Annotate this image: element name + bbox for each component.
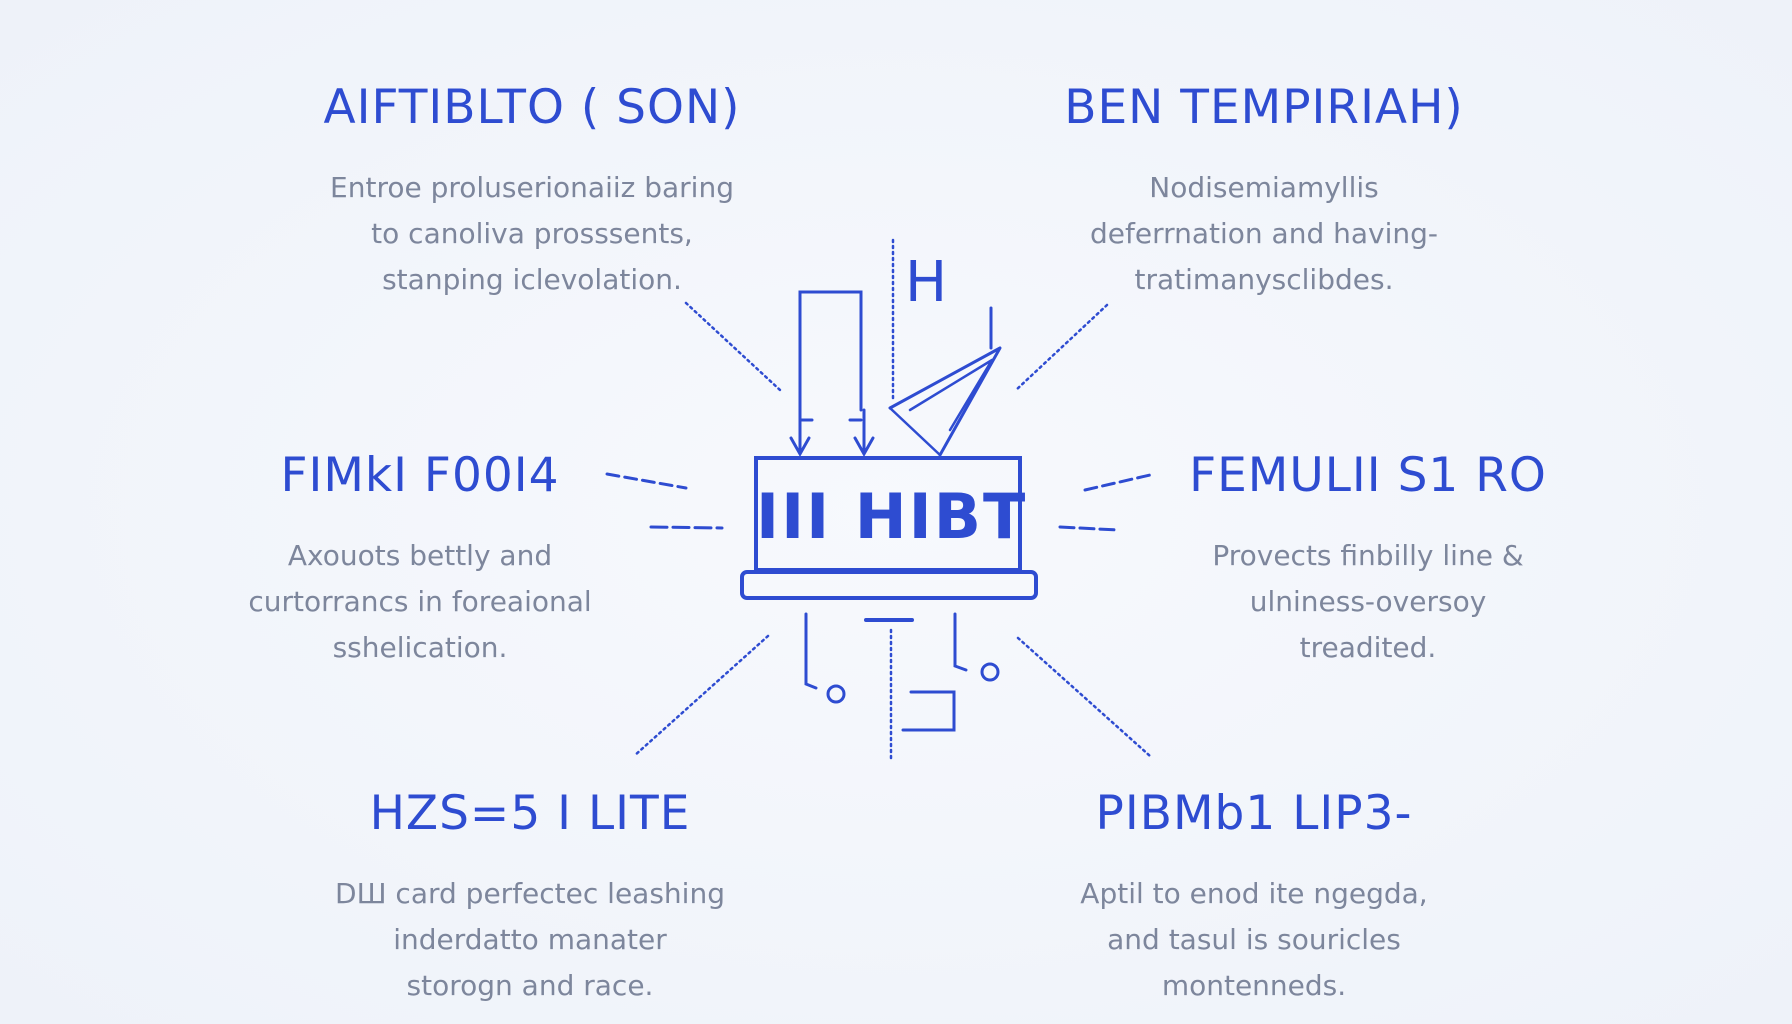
arrow-left-head [789, 436, 811, 458]
pen-base [888, 406, 942, 457]
feature-title: HZS=5 I LITE [369, 786, 691, 841]
feature-description-line: tratimanysclibdes. [1134, 263, 1394, 296]
feature-description-line: montenneds. [1161, 969, 1347, 1002]
input-bracket [798, 290, 863, 412]
feature-description-line: ulniness-oversoy [1249, 585, 1487, 618]
feature-block-middle-left: FIMkI F00I4 Axouots bettly and curtorran… [160, 452, 680, 671]
output-left-node [826, 684, 846, 704]
feature-description-line: Axouots bettly and [287, 539, 553, 572]
feature-description-line: treadited. [1299, 631, 1437, 664]
top-h-mark: H [905, 250, 948, 315]
connector-mid-right-lower [1058, 525, 1120, 532]
connector-top-right [1014, 303, 1109, 392]
central-box-label: III HIBT [756, 480, 1028, 553]
feature-description: Aptil to enod ite ngegda, and tasul is s… [994, 871, 1514, 1009]
pen-inner [908, 358, 994, 432]
feature-description: Axouots bettly and curtorrancs in foreai… [160, 533, 680, 671]
feature-title: PIBMb1 LIP3- [1095, 786, 1413, 841]
output-left-line [804, 612, 818, 690]
feature-description-line: Nodisemiamyllis [1149, 171, 1379, 204]
feature-description-line: to canoliva prosssents, [371, 217, 693, 250]
output-right-node [980, 662, 1000, 682]
feature-block-bottom-left: HZS=5 I LITE DШ card perfectec leashing … [270, 790, 790, 1009]
feature-description-line: inderdatto manater [393, 923, 667, 956]
feature-title: AIFTIBLTO ( SON) [323, 80, 741, 135]
feature-title: BEN TEMPIRIAH) [1064, 80, 1464, 135]
feature-description-line: Aptil to enod ite ngegda, [1080, 877, 1428, 910]
feature-block-top-right: BEN TEMPIRIAH) Nodisemiamyllis deferrnat… [1004, 84, 1524, 303]
central-base [740, 570, 1038, 600]
feature-description-line: and tasul is souricles [1107, 923, 1401, 956]
feature-description-line: deferrnation and having- [1089, 217, 1439, 250]
feature-description-line: Entroe proluserionaiiz baring [330, 171, 734, 204]
connector-mid-left-lower [649, 525, 724, 530]
connector-mid-right-upper [1083, 473, 1152, 492]
connector-bottom-left [632, 634, 770, 758]
feature-title: FIMkI F00I4 [280, 448, 560, 503]
connector-bottom-right [1016, 636, 1152, 758]
feature-block-top-left: AIFTIBLTO ( SON) Entroe proluserionaiiz … [272, 84, 792, 303]
feature-description: Entroe proluserionaiiz baring to canoliv… [272, 165, 792, 303]
feature-block-middle-right: FEMULII S1 RO Provects finbilly line & u… [1108, 452, 1628, 671]
output-right-bracket [901, 690, 956, 732]
feature-description-line: Provects finbilly line & [1212, 539, 1524, 572]
feature-description-line: DШ card perfectec leashing [335, 877, 725, 910]
feature-description-line: sshelication. [332, 631, 508, 664]
feature-description: Provects finbilly line & ulniness-overso… [1108, 533, 1628, 671]
feature-description-line: curtorrancs in foreaional [248, 585, 592, 618]
feature-description-line: storogn and race. [406, 969, 654, 1002]
feature-description: DШ card perfectec leashing inderdatto ma… [270, 871, 790, 1009]
feature-description: Nodisemiamyllis deferrnation and having-… [1004, 165, 1524, 303]
feature-block-bottom-right: PIBMb1 LIP3- Aptil to enod ite ngegda, a… [994, 790, 1514, 1009]
connector-top-left [684, 301, 782, 392]
arrow-right-head [853, 436, 875, 458]
pen-outline [888, 346, 1002, 457]
output-right-line [953, 612, 968, 672]
feature-title: FEMULII S1 RO [1189, 448, 1547, 503]
connector-mid-left-upper [605, 472, 688, 490]
feature-description-line: stanping iclevolation. [382, 263, 682, 296]
